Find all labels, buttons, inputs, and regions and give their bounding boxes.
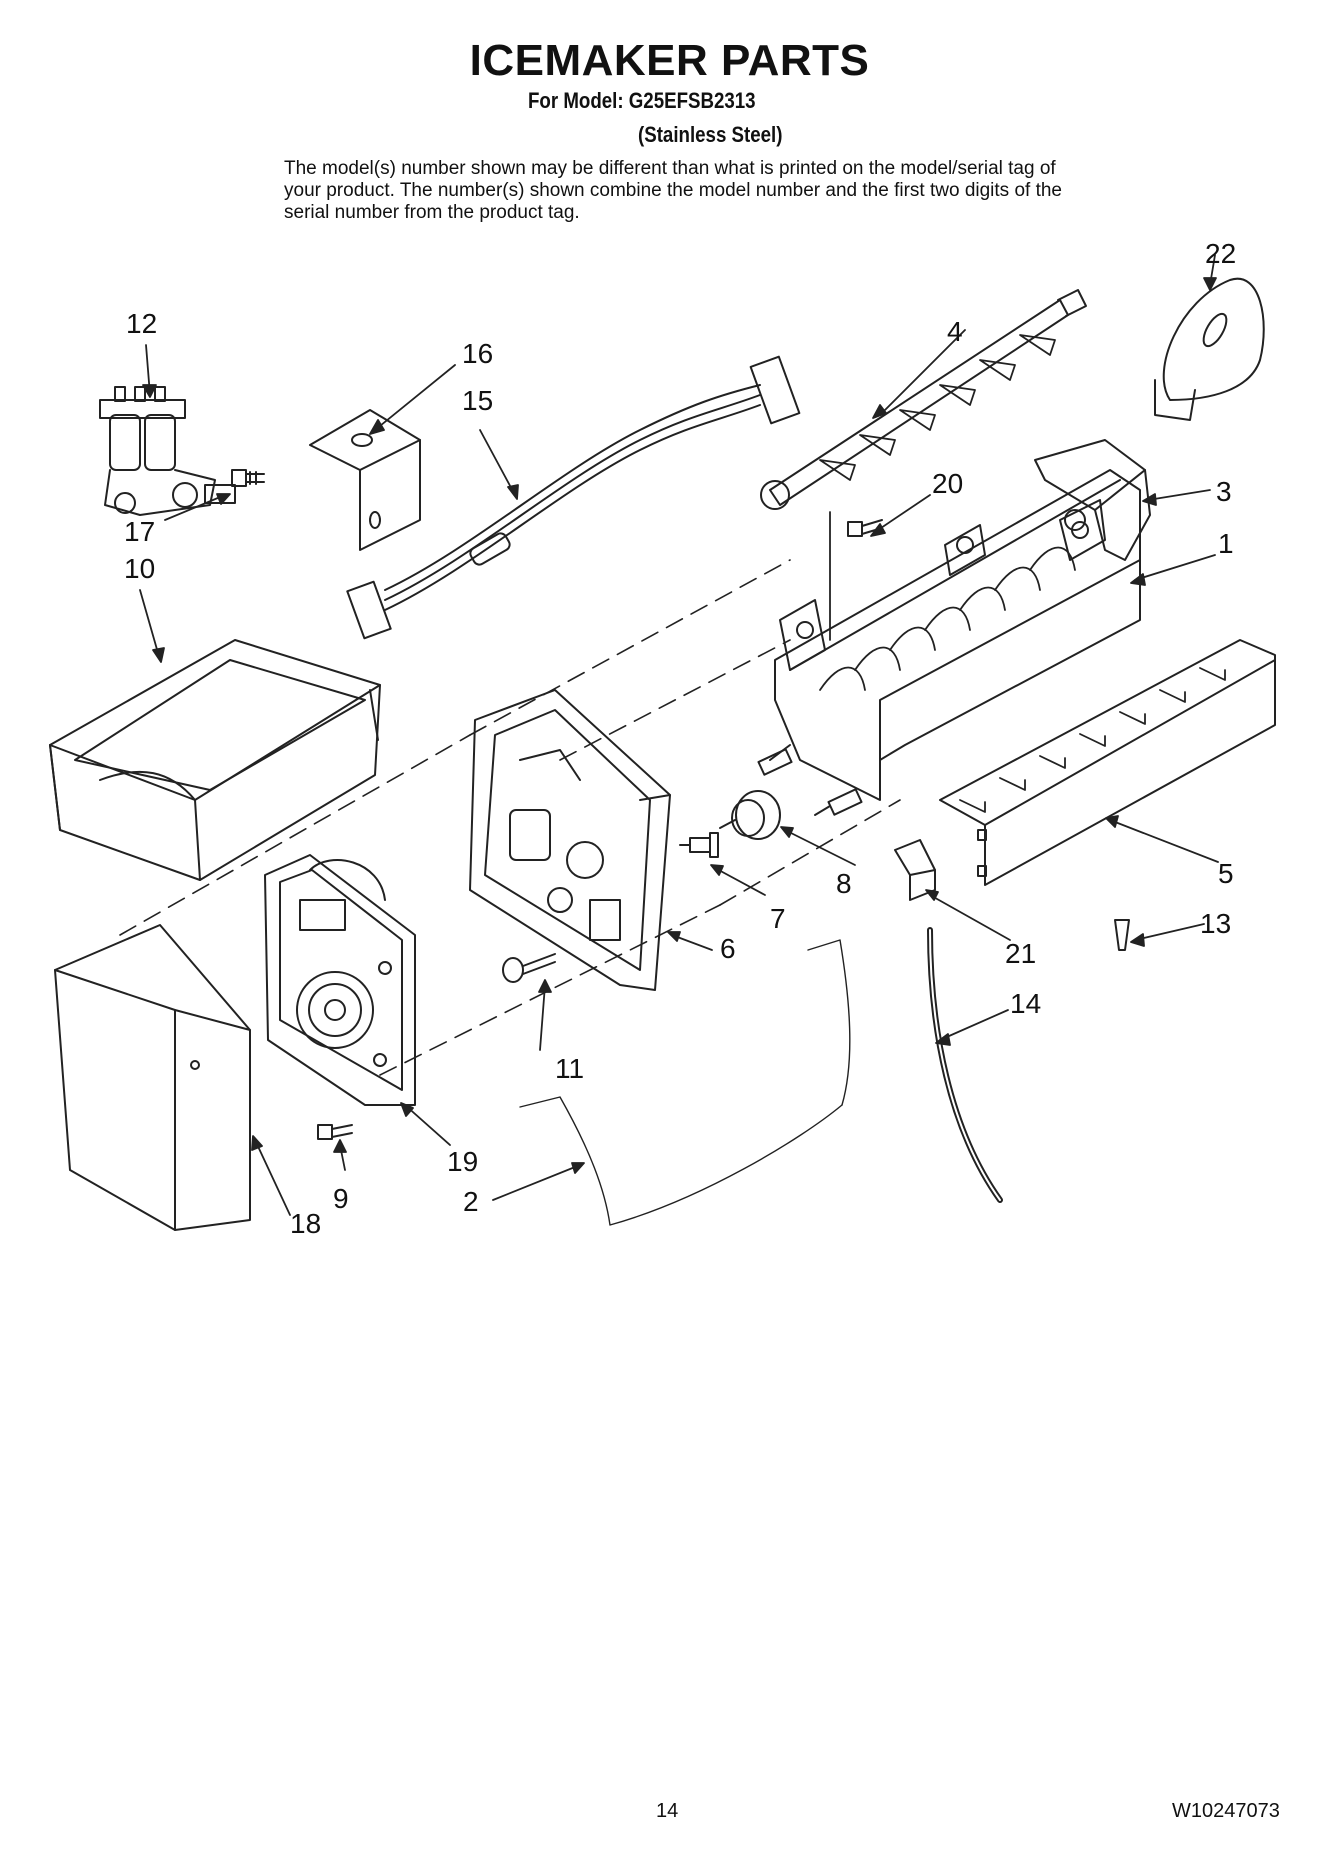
model-line: For Model: G25EFSB2313	[528, 88, 756, 113]
callout-11: 11	[555, 1053, 585, 1084]
exploded-view-drawing	[49, 254, 1276, 1231]
water-valve-part	[99, 386, 236, 516]
thermostat-part	[719, 790, 781, 840]
callout-14: 14	[1010, 988, 1042, 1019]
front-cover-part	[54, 924, 251, 1231]
document-number: W10247073	[1172, 1800, 1280, 1822]
callout-9: 9	[333, 1183, 349, 1214]
coupler-part	[679, 832, 719, 858]
fill-tube-part	[927, 927, 1003, 1203]
ice-bucket-part	[49, 639, 381, 881]
callout-16: 16	[462, 338, 494, 369]
callout-4: 4	[947, 316, 963, 347]
callout-2: 2	[463, 1186, 479, 1217]
motor-control-part	[264, 854, 416, 1106]
housing-part	[469, 689, 671, 991]
callout-13: 13	[1200, 908, 1232, 939]
callout-15: 15	[462, 385, 494, 416]
ejector-part	[760, 289, 1087, 510]
screw-part-17	[231, 469, 265, 487]
pin-part-lower	[814, 788, 863, 816]
callout-7: 7	[770, 903, 786, 934]
callout-8: 8	[836, 868, 852, 899]
callout-12: 12	[126, 308, 158, 339]
callout-1: 1	[1218, 528, 1234, 559]
callout-17: 17	[124, 516, 156, 547]
plug-part	[1114, 919, 1130, 951]
page-title: ICEMAKER PARTS	[469, 36, 870, 85]
screw-part-9	[317, 1124, 353, 1140]
pin-part-upper	[757, 744, 793, 776]
model-note: The model(s) number shown may be differe…	[284, 158, 1062, 223]
cube-guide-part	[939, 639, 1276, 886]
callout-3: 3	[1216, 476, 1232, 507]
callout-22: 22	[1205, 238, 1237, 269]
mold-heater-part	[774, 469, 1141, 801]
cam-part	[1154, 277, 1265, 421]
model-variant: (Stainless Steel)	[638, 122, 783, 147]
mold-cover-part	[1034, 439, 1151, 561]
callout-10: 10	[124, 553, 156, 584]
callout-20: 20	[932, 468, 964, 499]
callout-18: 18	[290, 1208, 322, 1239]
page-number: 14	[656, 1800, 679, 1822]
callout-21: 21	[1005, 938, 1037, 969]
callout-6: 6	[720, 933, 736, 964]
shutoff-arm-part	[519, 939, 851, 1226]
callout-19: 19	[447, 1146, 479, 1177]
callout-5: 5	[1218, 858, 1234, 889]
wiring-bracket-part	[309, 409, 421, 551]
wire-clip-part	[894, 839, 936, 901]
wire-harness-part	[346, 355, 801, 640]
callout-leaders	[139, 254, 1219, 1216]
screw-part-11	[502, 953, 556, 983]
